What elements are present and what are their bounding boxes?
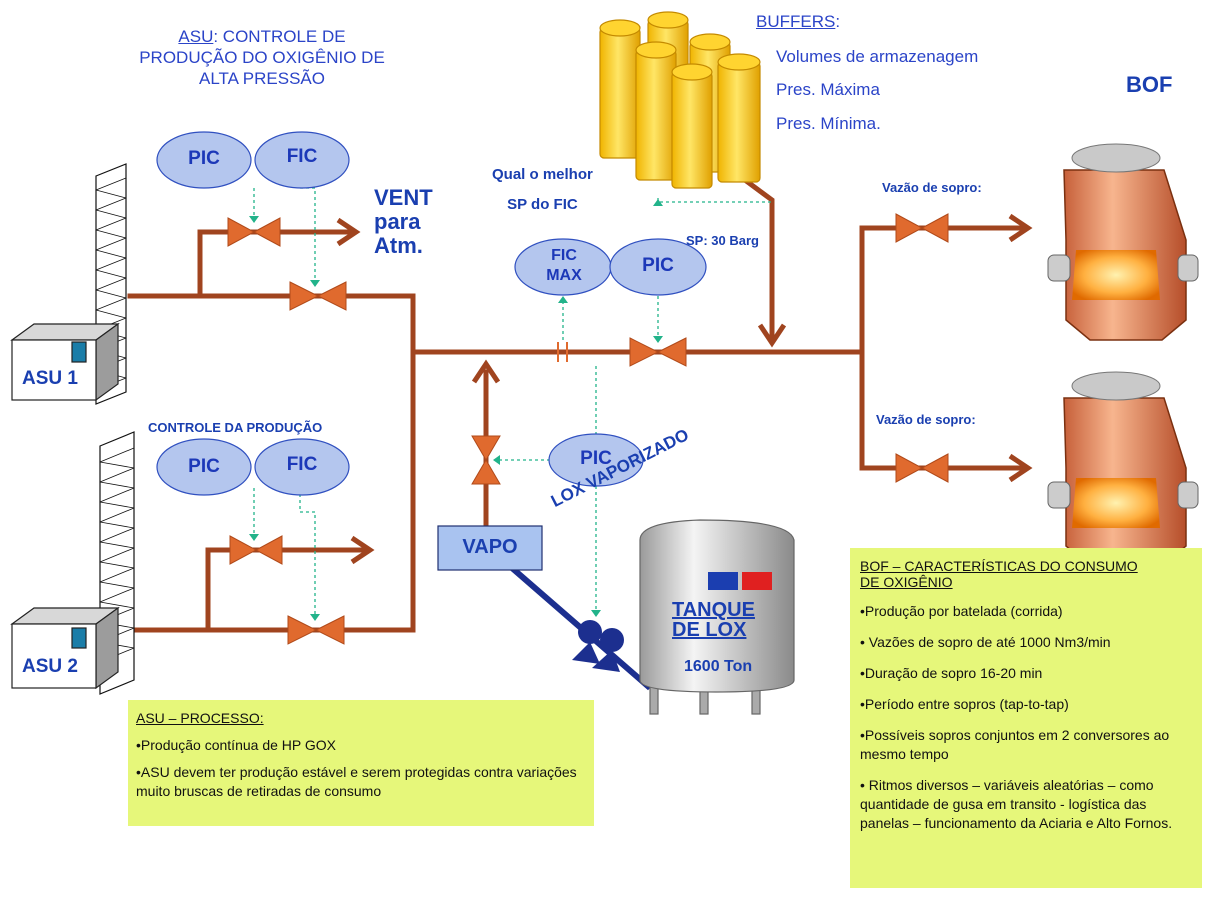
buffers-title: BUFFERS:	[756, 12, 840, 32]
tanque-line2: DE LOX	[672, 619, 747, 641]
bof-box-title-line2: DE OXIGÊNIO	[860, 574, 953, 590]
pipe-asu2-main	[127, 349, 416, 633]
asu1-label: ASU 1	[22, 368, 78, 389]
pipe-asu2-branch	[205, 547, 368, 633]
buffers-item: Pres. Máxima	[776, 80, 880, 99]
vent-line1: VENT	[374, 185, 433, 210]
asu-process-bullet: •ASU devem ter produção estável e serem …	[136, 764, 577, 799]
vent-label: VENT para Atm.	[374, 186, 433, 258]
pipe-asu1-vent	[197, 229, 353, 299]
main-fic-max-label: FIC MAX	[520, 246, 608, 286]
asu-header-abbr: ASU	[178, 27, 214, 46]
sp-label: SP: 30 Barg	[686, 233, 759, 248]
asu2-fic-label: FIC	[286, 454, 318, 475]
tanque-line1: TANQUE	[672, 599, 755, 621]
qual-label: Qual o melhor SP do FIC	[492, 160, 593, 220]
vazao-label-2: Vazão de sopro:	[876, 412, 976, 427]
asu-process-title: ASU – PROCESSO:	[136, 710, 264, 726]
controller-bubbles	[156, 131, 707, 496]
vaporizer-box	[437, 525, 543, 571]
bof-box-bullet: •Duração de sopro 16-20 min	[860, 665, 1043, 681]
asu-header-line2: PRODUÇÃO DO OXIGÊNIO DE	[139, 48, 385, 67]
asu-building-icon	[10, 322, 120, 690]
main-pic-label: PIC	[642, 255, 674, 276]
tanque-capacity: 1600 Ton	[684, 658, 753, 675]
asu1-pic-label: PIC	[188, 148, 220, 169]
signal-arrowheads	[249, 199, 663, 621]
asu2-label: ASU 2	[22, 656, 78, 677]
pump-icon	[572, 620, 624, 672]
bof-box-title-line1: BOF – CARACTERÍSTICAS DO CONSUMO	[860, 558, 1138, 574]
asu-process-box: ASU – PROCESSO: •Produção contínua de HP…	[128, 700, 594, 826]
bof-title: BOF	[1126, 72, 1173, 97]
lox-pic-label: PIC	[580, 448, 612, 469]
orifice-icon	[557, 342, 568, 362]
buffers-item: Volumes de armazenagem	[776, 47, 979, 66]
asu1-fic-label: FIC	[286, 146, 318, 167]
bof-box-bullet: •Possíveis sopros conjuntos em 2 convers…	[860, 727, 1170, 762]
asu-header-line3: ALTA PRESSÃO	[199, 69, 325, 88]
vapo-label: VAPO	[462, 536, 518, 558]
bof-box: BOF – CARACTERÍSTICAS DO CONSUMO DE OXIG…	[850, 548, 1202, 888]
signal-lines	[253, 187, 772, 616]
main-fic-line2: MAX	[546, 267, 582, 284]
vent-line2: para	[374, 209, 421, 234]
buffers-title-colon: :	[835, 12, 841, 31]
pipe-buffer-link	[714, 156, 775, 343]
vazao-label-1: Vazão de sopro:	[882, 180, 982, 195]
qual-line2: SP do FIC	[507, 196, 578, 213]
storage-cylinders-icon	[599, 11, 761, 189]
lox-tank-icon	[639, 519, 795, 715]
qual-line1: Qual o melhor	[492, 166, 593, 183]
asu2-pic-label: PIC	[188, 456, 220, 477]
buffers-title-text: BUFFERS	[756, 12, 836, 31]
pipe-asu1-main	[127, 293, 416, 355]
main-fic-line1: FIC	[551, 247, 577, 264]
asu-header-rest: : CONTROLE DE	[213, 27, 346, 46]
buffers-item: Pres. Mínima.	[776, 114, 881, 133]
controle-producao-label: CONTROLE DA PRODUÇÃO	[148, 420, 323, 435]
asu-header: ASU: CONTROLE DE PRODUÇÃO DO OXIGÊNIO DE…	[102, 26, 422, 89]
bof-box-bullet: • Vazões de sopro de até 1000 Nm3/min	[860, 634, 1111, 650]
control-valve-icon	[227, 213, 949, 645]
asu-process-bullet: •Produção contínua de HP GOX	[136, 737, 336, 753]
vent-line3: Atm.	[374, 233, 423, 258]
bof-box-bullet: • Ritmos diversos – variáveis aleatórias…	[860, 777, 1173, 831]
bof-box-bullet: •Produção por batelada (corrida)	[860, 603, 1063, 619]
bof-box-bullet: •Período entre sopros (tap-to-tap)	[860, 696, 1069, 712]
tanque-label: TANQUE DE LOX	[672, 600, 755, 640]
bof-converter-icon	[1047, 143, 1199, 567]
